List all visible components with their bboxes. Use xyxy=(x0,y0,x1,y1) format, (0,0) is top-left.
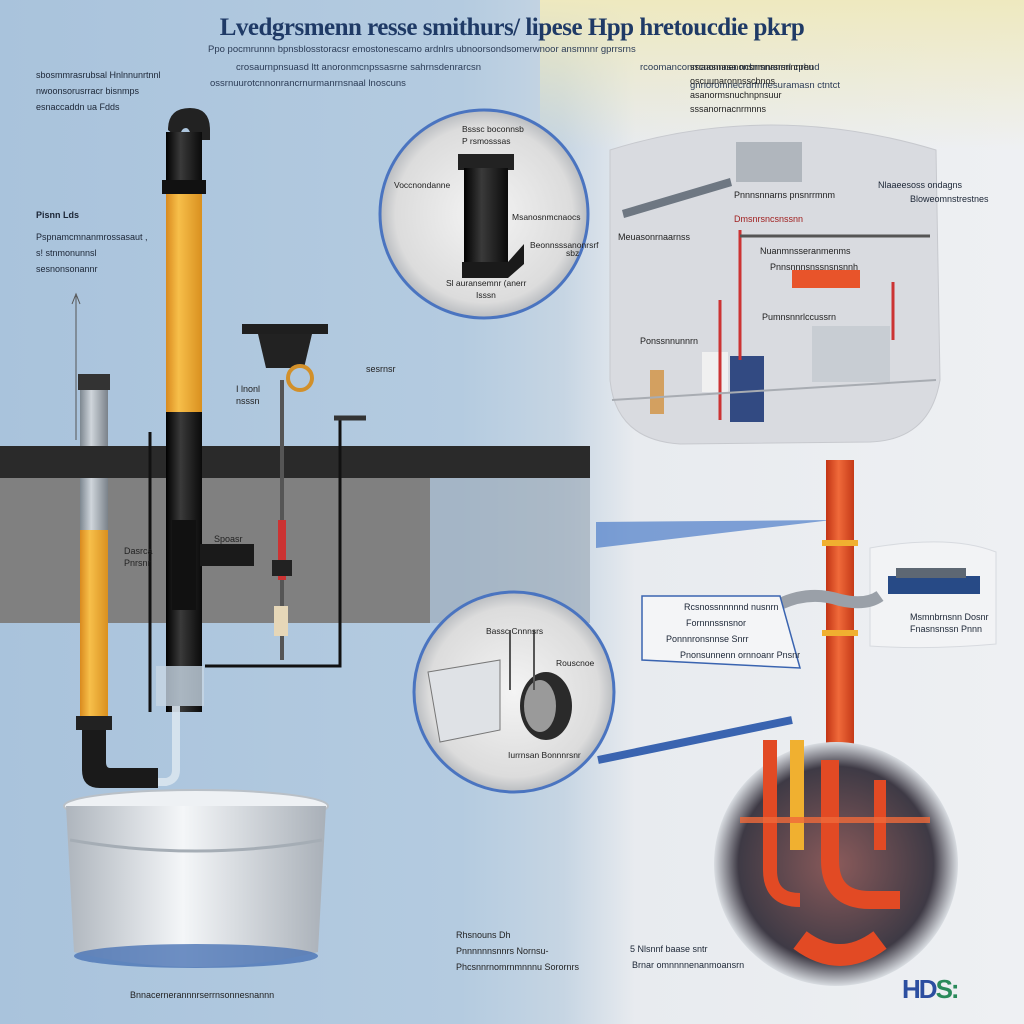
elbow-pipe xyxy=(82,730,158,788)
stem-label: Spoasr xyxy=(214,534,243,544)
bottom-note: Brnar omnnnnenanmoansrn xyxy=(632,960,745,970)
bottom-note: Bnnacernerannnrserrnsonnesnannn xyxy=(130,990,275,1000)
pump-unit-label: Msmnbrnsnn Dosnr xyxy=(910,612,989,622)
header-line: Ppo pocmrunnn bpnsblosstoracsr emostones… xyxy=(208,44,636,55)
note-line: sesnonsonannr xyxy=(36,264,98,274)
callout-box xyxy=(641,595,802,669)
circle-label: Beonnsssanonrsrf xyxy=(530,240,599,250)
header-line: gnnoromnecrdrfnnesuramasn ctntct xyxy=(690,80,840,91)
equip-label: Pnnnsnnarns pnsnrrmnm xyxy=(734,190,836,200)
pipe-label: Pnrsnr xyxy=(124,558,151,568)
note-line: nwoonsorusrracr bisnmps xyxy=(36,86,140,96)
note-line: sssanornacnrmnns xyxy=(690,104,767,114)
equip-label: Dmsnrsncsnssnn xyxy=(734,214,804,224)
pump-head-label: I lnonl xyxy=(236,384,261,394)
yellow-pipe-upper xyxy=(166,194,202,412)
bottom-note: Rhsnouns Dh xyxy=(456,930,511,940)
red-tank xyxy=(792,270,860,288)
callout-label: Rcsnossnnnnnd nusnrn xyxy=(684,602,779,612)
note-line: s! stnmonunnsl xyxy=(36,248,97,258)
bottom-note: Phcsnnrnomrnmnnnu Sorornrs xyxy=(456,962,580,972)
side-label: Bloweomnstrestnes xyxy=(910,194,989,204)
header-line: crosaurnpnsuasd ltt anoronmcnpssasrne sa… xyxy=(236,62,482,73)
circle-label: Bsssc boconnsb xyxy=(462,124,524,134)
circle-label: Rouscnoe xyxy=(556,658,595,668)
circle-label: Msanosnmcnaocs xyxy=(512,212,581,222)
circle-label: P rsmosssas xyxy=(462,136,511,146)
circle-label: Voccnondanne xyxy=(394,180,451,190)
red-riser-pipe xyxy=(826,460,854,760)
brand-logo: HDS: xyxy=(902,974,960,1004)
pump-side-label: sesrnsr xyxy=(366,364,396,374)
callout-label: Pnonsunnenn ornnoanr Pnsnr xyxy=(680,650,801,660)
diagram-title: Lvedgrsmenn resse smithurs/ lipese Hpp h… xyxy=(219,14,805,41)
bottom-note: 5 Nlsnnf baase sntr xyxy=(630,944,708,954)
circle-label: Isssn xyxy=(476,290,496,300)
header-line: rcoomanconrnaasnasa ncbnsnanrnl cphnd xyxy=(640,62,820,73)
yellow-pipe-lower xyxy=(80,530,108,720)
side-connector xyxy=(200,544,254,566)
equip-label: Nuanmnsseranmenms xyxy=(760,246,851,256)
note-line: oscuunaronnsscbnos xyxy=(690,76,776,86)
circle-label: Sl auransemnr (anerr xyxy=(446,278,527,288)
equip-label: Ponssnnunnrn xyxy=(640,336,699,346)
pump-unit-label: Fnasnsnssn Pnnn xyxy=(910,624,983,634)
note-line: sscnonnnenonsnmnrsrsnnnreu xyxy=(690,62,814,72)
bottom-note: Pnnnnnnsnnrs Nornsu- xyxy=(456,946,549,956)
note-line: esnaccaddn ua Fdds xyxy=(36,102,120,112)
equip-label: Meuasonrnaarnss xyxy=(618,232,691,242)
callout-label: Ponnnronsnnse Snrr xyxy=(666,634,749,644)
equip-label: Pumnsnnrlccussrn xyxy=(762,312,837,322)
note-line: sbosmmrasrubsal Hnlnnunrtnnl xyxy=(36,70,161,80)
callout-label: Fornnnssnsnor xyxy=(686,618,747,628)
detail-circle-bottom xyxy=(412,590,616,794)
note-line: Pspnamcmnanmrossasaut , xyxy=(36,232,148,242)
note-title: Pisnn Lds xyxy=(36,210,80,220)
circle-label: sbz xyxy=(566,248,580,258)
circle-label: Bassc Cnnnsrs xyxy=(486,626,544,636)
pump-head-label: nsssn xyxy=(236,396,260,406)
pointer-beam xyxy=(596,520,832,548)
header-line: ossrnuurotcnnonrancrnurmanrnsnaal lnoscu… xyxy=(210,78,406,89)
ground-slab-top xyxy=(0,446,590,478)
circle-label: Iurrnsan Bonnnrsnr xyxy=(508,750,581,760)
bucket xyxy=(66,806,326,967)
valve-disc xyxy=(242,324,328,334)
side-label: Nlaaeesoss ondagns xyxy=(878,180,963,190)
equip-label: Pnnsnnnsnssnsnsnnh xyxy=(770,262,859,272)
note-line: asanormsnuchnpnsuur xyxy=(690,90,782,100)
blue-connector-pipe xyxy=(597,716,793,764)
pipe-label: Dasrca xyxy=(124,546,153,556)
